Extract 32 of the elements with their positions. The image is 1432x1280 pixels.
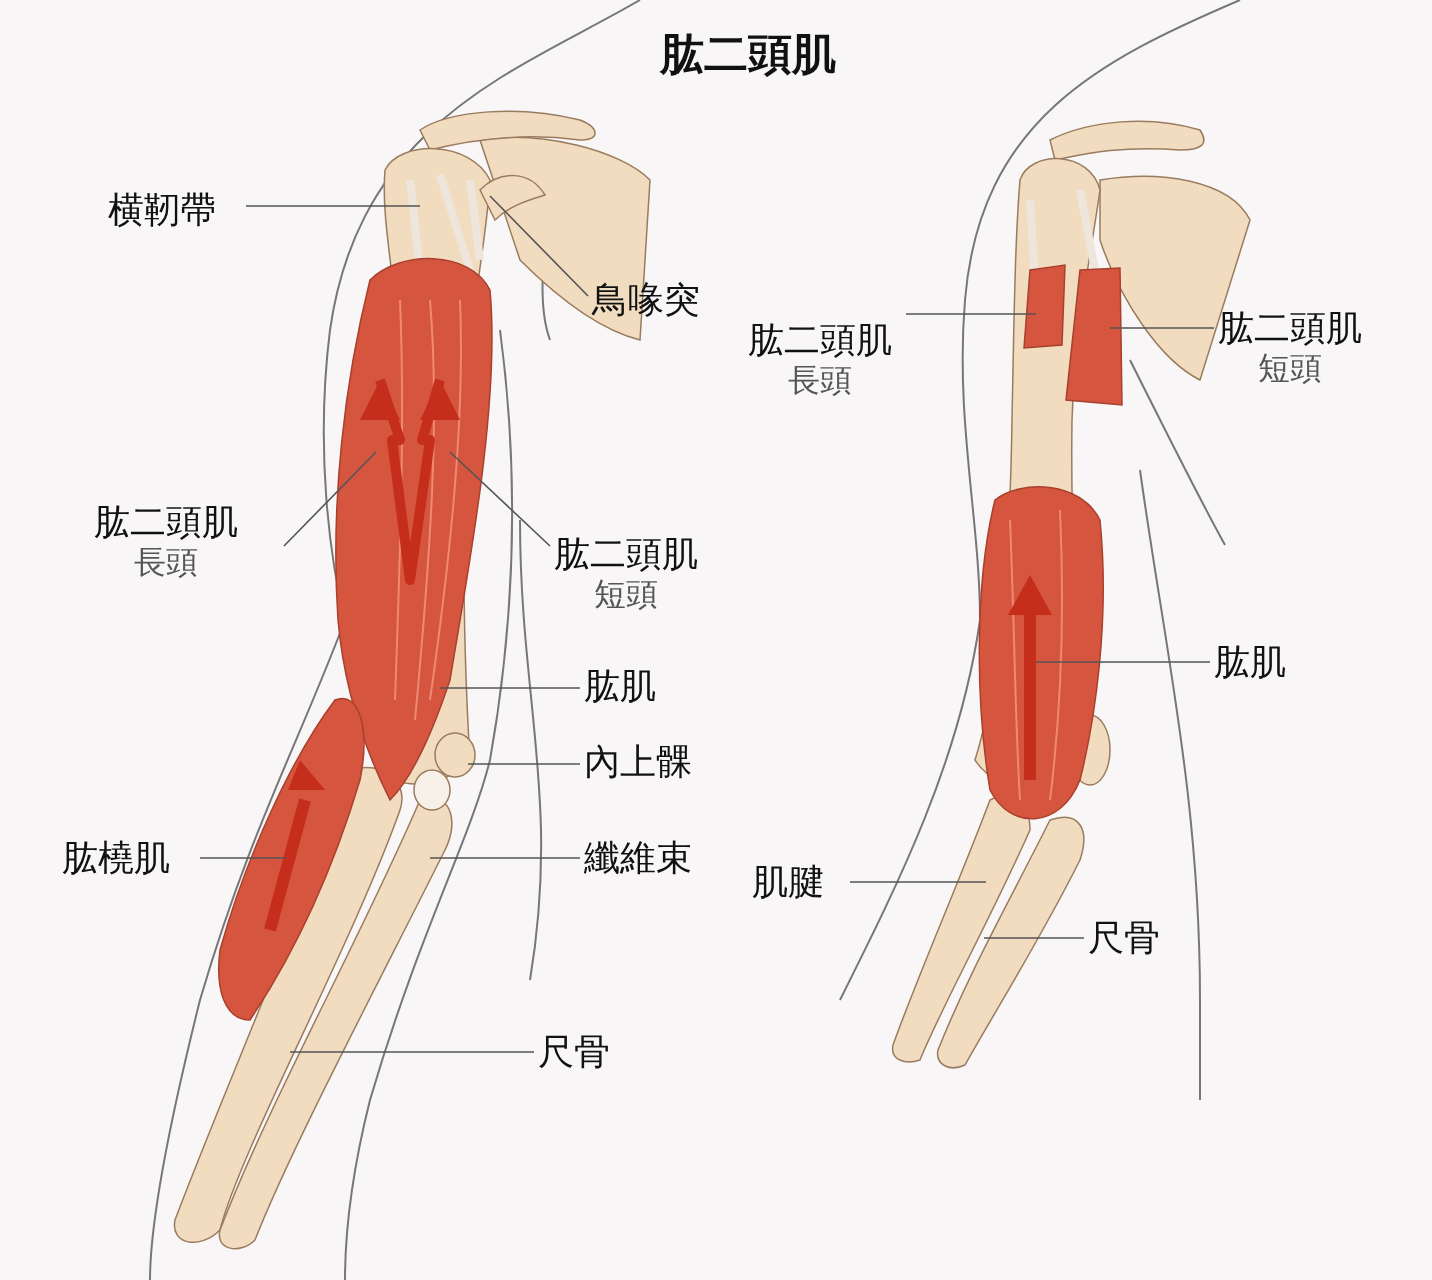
part-sublabel: 短頭 (594, 575, 658, 614)
part-label: 肱肌 (584, 664, 656, 708)
leader-line (489, 195, 589, 297)
diagram-title: 肱二頭肌 (660, 27, 836, 81)
leader-line (289, 1051, 535, 1053)
leader-line (1035, 661, 1211, 663)
part-label: 肱肌 (1214, 640, 1286, 684)
part-label: 肱二頭肌 (748, 318, 892, 362)
part-sublabel: 長頭 (788, 361, 852, 400)
part-label: 横靭帶 (108, 188, 216, 232)
leader-line (1109, 327, 1215, 329)
part-label: 肱橈肌 (62, 836, 170, 880)
leader-line (429, 857, 581, 859)
part-label: 肱二頭肌 (554, 532, 698, 576)
leader-line (449, 451, 551, 547)
part-label: 尺骨 (538, 1030, 610, 1074)
part-label: 尺骨 (1088, 916, 1160, 960)
leader-line (283, 451, 377, 547)
leader-line (199, 857, 287, 859)
leader-line (905, 313, 1037, 315)
part-label: 肱二頭肌 (1218, 306, 1362, 350)
leader-line (467, 763, 581, 765)
part-sublabel: 短頭 (1258, 349, 1322, 388)
part-sublabel: 長頭 (134, 543, 198, 582)
part-label: 內上髁 (584, 740, 692, 784)
part-label: 纖維束 (584, 836, 692, 880)
leader-line (439, 687, 581, 689)
leader-line (245, 205, 421, 207)
leader-line (849, 881, 987, 883)
part-label: 肌腱 (752, 860, 824, 904)
part-label: 肱二頭肌 (94, 500, 238, 544)
leader-line (983, 937, 1085, 939)
